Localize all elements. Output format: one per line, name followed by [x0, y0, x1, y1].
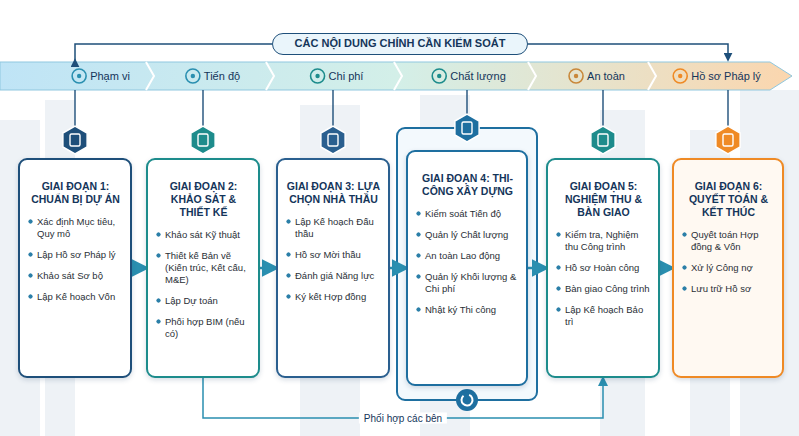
task-item: Đánh giá Năng lực — [286, 270, 381, 282]
active-frame — [397, 128, 537, 400]
band-icon — [186, 69, 200, 83]
task-item: Kiểm tra, Nghiệm thu Công trình — [556, 229, 651, 253]
task-item: Lập Dự toán — [156, 295, 251, 307]
drop-lines — [75, 90, 728, 126]
band-icon-dot — [191, 74, 195, 78]
drop-line — [202, 90, 203, 126]
task-item: Phối hợp BIM (nếu có) — [156, 316, 251, 340]
drop-line — [727, 90, 728, 126]
flow-arrow — [132, 267, 146, 270]
task-item: An toàn Lao động — [416, 250, 519, 262]
band-icon-dot — [77, 74, 81, 78]
flow-arrow — [260, 267, 276, 270]
task-item: Hồ sơ Mời thầu — [286, 249, 381, 261]
task-item: Quyết toán Hợp đồng & Vốn — [682, 229, 775, 253]
flow-arrow — [528, 267, 546, 270]
stage-glyph — [198, 134, 208, 146]
flow-arrow — [660, 267, 672, 270]
band-icon-dot — [437, 74, 441, 78]
band-icon — [673, 69, 687, 83]
task-item: Bàn giao Công trình — [556, 283, 651, 295]
task-item: Lập Kế hoạch Bảo trì — [556, 304, 651, 328]
task-item: Ký kết Hợp đồng — [286, 291, 381, 303]
task-item: Khảo sát Sơ bộ — [28, 270, 123, 282]
task-item: Hồ sơ Hoàn công — [556, 262, 651, 274]
control-label: Hồ sơ Pháp lý — [691, 70, 761, 82]
control-band — [0, 62, 792, 90]
stage-heading: GIAI ĐOẠN 4: THI-CÔNG XÂY DỰNG — [416, 172, 519, 198]
stage-heading: GIAI ĐOẠN 5: NGHIỆM THU & BÀN GIAO — [556, 180, 651, 219]
stage-hex — [455, 114, 479, 142]
stage-glyph — [598, 134, 608, 146]
stage-hex — [591, 126, 615, 154]
stage-hex — [321, 126, 345, 154]
task-item: Kiểm soát Tiến độ — [416, 208, 519, 220]
stage-hex — [716, 126, 740, 154]
task-item: Xử lý Công nợ — [682, 262, 775, 274]
task-item: Nhật ký Thi công — [416, 304, 519, 316]
task-item: Quản lý Chất lượng — [416, 229, 519, 241]
drop-line — [466, 90, 467, 114]
task-item: Lưu trữ Hồ sơ — [682, 283, 775, 295]
band-icon — [569, 69, 583, 83]
control-label: Chất lượng — [450, 70, 506, 82]
band-icon — [432, 69, 446, 83]
stage-glyph — [70, 134, 80, 146]
task-item: Quản lý Khối lượng & Chi phí — [416, 271, 519, 295]
control-label: An toàn — [587, 70, 625, 82]
stage-box: GIAI ĐOẠN 2: KHẢO SÁT & THIẾT KẾ Khảo sát… — [146, 158, 260, 378]
drop-line — [332, 90, 333, 126]
stage-glyph — [328, 134, 338, 146]
band-icon-dot — [574, 74, 578, 78]
drop-line — [74, 90, 75, 126]
cycle-arrow — [461, 394, 474, 406]
stage-box: GIAI ĐOẠN 4: THI-CÔNG XÂY DỰNG Kiểm soát … — [406, 150, 528, 386]
task-item: Khảo sát Kỹ thuật — [156, 229, 251, 241]
control-label: Tiến độ — [204, 70, 240, 82]
band-separators — [146, 62, 656, 90]
city-silhouette — [0, 90, 799, 436]
stage-box: GIAI ĐOẠN 3: LỰA CHỌN NHÀ THẦU Lập Kế hoạ… — [276, 158, 390, 378]
flow-arrow — [390, 267, 406, 270]
stage-heading: GIAI ĐOẠN 6: QUYẾT TOÁN & KẾT THÚC — [682, 180, 775, 219]
drop-line — [602, 90, 603, 126]
stage-hex — [63, 126, 87, 154]
task-item: Lập Kế hoạch Đấu thầu — [286, 216, 381, 240]
cycle-icon — [456, 389, 478, 411]
stage-frame — [397, 128, 537, 411]
control-label: Chi phí — [329, 70, 364, 82]
stage-heading: GIAI ĐOẠN 1: CHUẨN BỊ DỰ ÁN — [28, 180, 123, 206]
stage-heading: GIAI ĐOẠN 3: LỰA CHỌN NHÀ THẦU — [286, 180, 381, 206]
band-icon-dot — [678, 74, 682, 78]
band-icon — [311, 69, 325, 83]
stage-glyph — [462, 122, 472, 134]
stage-glyph — [723, 134, 733, 146]
band-icons — [72, 69, 687, 83]
task-item: Lập Kế hoạch Vốn — [28, 291, 123, 303]
edge-label: Phối hợp các bên — [359, 413, 447, 424]
stage-icons — [63, 114, 740, 154]
task-item: Lập Hồ sơ Pháp lý — [28, 249, 123, 261]
stage-box: GIAI ĐOẠN 1: CHUẨN BỊ DỰ ÁN Xác định Mục … — [18, 158, 132, 378]
band-icon-dot — [315, 74, 319, 78]
task-item: Thiết kế Bản vẽ (Kiến trúc, Kết cấu, M&E… — [156, 250, 251, 286]
control-label: Phạm vi — [90, 70, 130, 82]
task-item: Xác định Mục tiêu, Quy mô — [28, 216, 123, 240]
stage-heading: GIAI ĐOẠN 2: KHẢO SÁT & THIẾT KẾ — [156, 180, 251, 219]
band-icon — [72, 69, 86, 83]
stage-hex — [191, 126, 215, 154]
stage-box: GIAI ĐOẠN 5: NGHIỆM THU & BÀN GIAO Kiểm t… — [546, 158, 660, 378]
title-banner: CÁC NỘI DUNG CHÍNH CẦN KIỂM SOÁT — [272, 33, 528, 55]
stage-box: GIAI ĐOẠN 6: QUYẾT TOÁN & KẾT THÚC Quyết … — [672, 158, 784, 378]
